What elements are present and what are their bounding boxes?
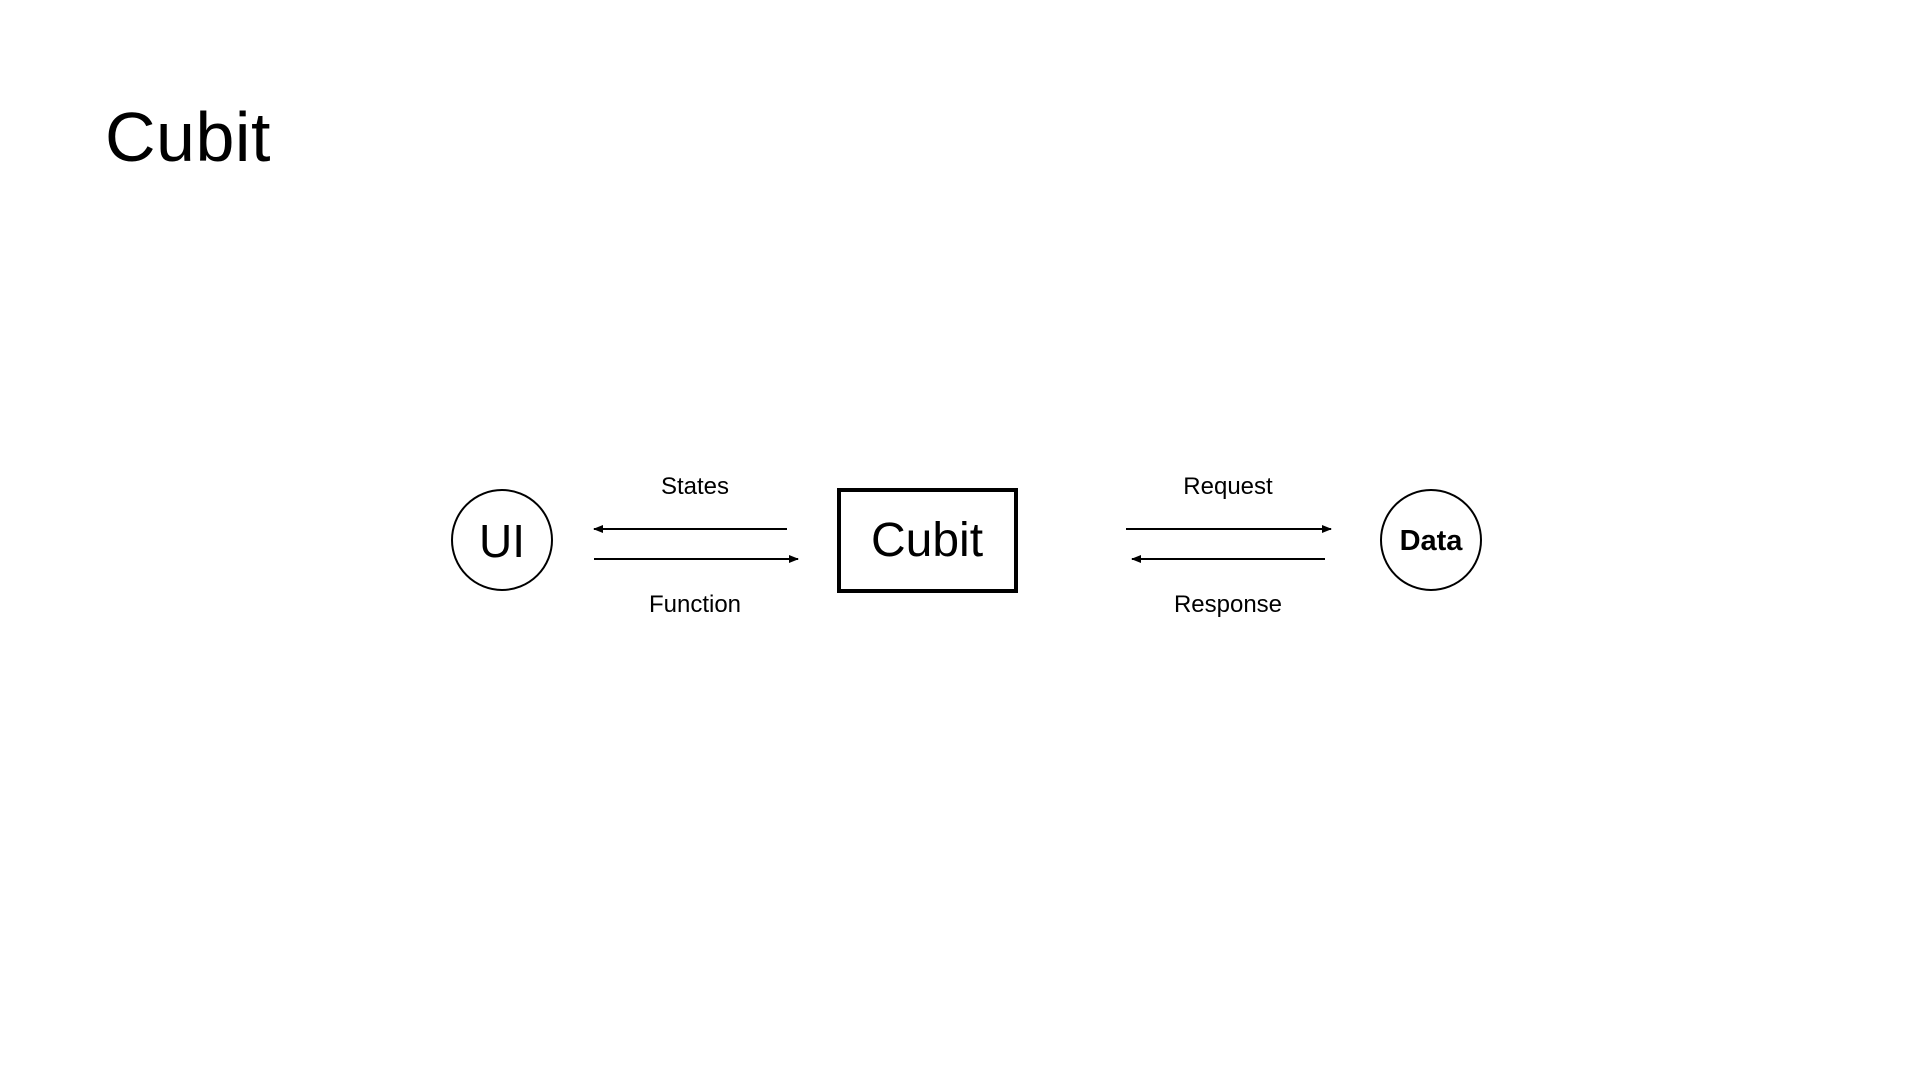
function-label: Function — [649, 591, 741, 618]
data-node-circle — [1380, 489, 1482, 591]
ui-node-label: UI — [479, 515, 525, 567]
ui-node: UI — [451, 489, 553, 591]
data-node: Data — [1380, 489, 1482, 591]
request-label: Request — [1183, 473, 1273, 500]
slide-title: Cubit — [105, 98, 271, 176]
ui-node-circle — [451, 489, 553, 591]
function-edge: Function — [594, 555, 799, 618]
request-edge: Request — [1126, 473, 1332, 533]
cubit-node-label: Cubit — [871, 514, 983, 567]
response-label: Response — [1174, 591, 1282, 618]
states-label: States — [661, 473, 729, 500]
cubit-node: Cubit — [837, 488, 1018, 593]
states-edge: States — [593, 473, 787, 533]
response-edge: Response — [1131, 555, 1325, 618]
data-node-label: Data — [1400, 525, 1464, 557]
cubit-node-box — [837, 488, 1018, 593]
